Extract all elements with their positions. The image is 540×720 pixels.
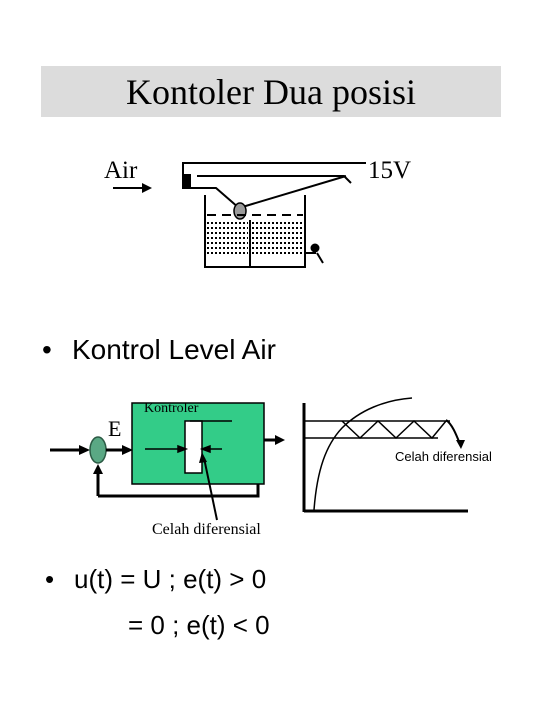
summing-junction (89, 436, 107, 464)
graph-gap-pointer (445, 419, 465, 449)
junction-to-controller-arrow (106, 445, 133, 455)
output-arrow (264, 435, 285, 445)
bullet-1-text: Kontrol Level Air (72, 334, 276, 365)
gap-pointer (199, 452, 218, 521)
title-banner: Kontoler Dua posisi (41, 66, 501, 117)
page-title: Kontoler Dua posisi (126, 71, 416, 112)
bullet-2-line-1: u(t) = U ; e(t) > 0 (74, 564, 267, 594)
gap-band-lines (304, 420, 450, 439)
inlet-arrow (113, 183, 152, 193)
tank-diagram (113, 162, 366, 268)
drain-valve (305, 243, 324, 264)
float-ball (233, 202, 247, 220)
graph-gap-label: Celah diferensial (395, 449, 492, 464)
response-curve (313, 397, 413, 511)
bullet-2-marker: • (45, 564, 55, 594)
response-graph (302, 397, 468, 513)
oscillation-curve (341, 419, 447, 440)
voltage-label: 15V (368, 157, 412, 184)
input-arrow (50, 445, 90, 455)
inlet-label: Air (104, 157, 138, 184)
feedback-path (93, 464, 260, 498)
water-tank (204, 195, 306, 268)
float-lever (184, 175, 347, 209)
relay-element (184, 420, 203, 474)
block-gap-label: Celah diferensial (152, 521, 261, 538)
supply-wire (182, 162, 366, 185)
relay-lines (145, 420, 232, 454)
bullet-2-line-2: = 0 ; e(t) < 0 (128, 610, 270, 640)
input-label: E (108, 416, 122, 441)
valve-block (182, 174, 191, 189)
bullet-1-marker: • (42, 334, 52, 365)
block-diagram (50, 402, 285, 521)
controller-label: Kontroler (144, 401, 199, 416)
